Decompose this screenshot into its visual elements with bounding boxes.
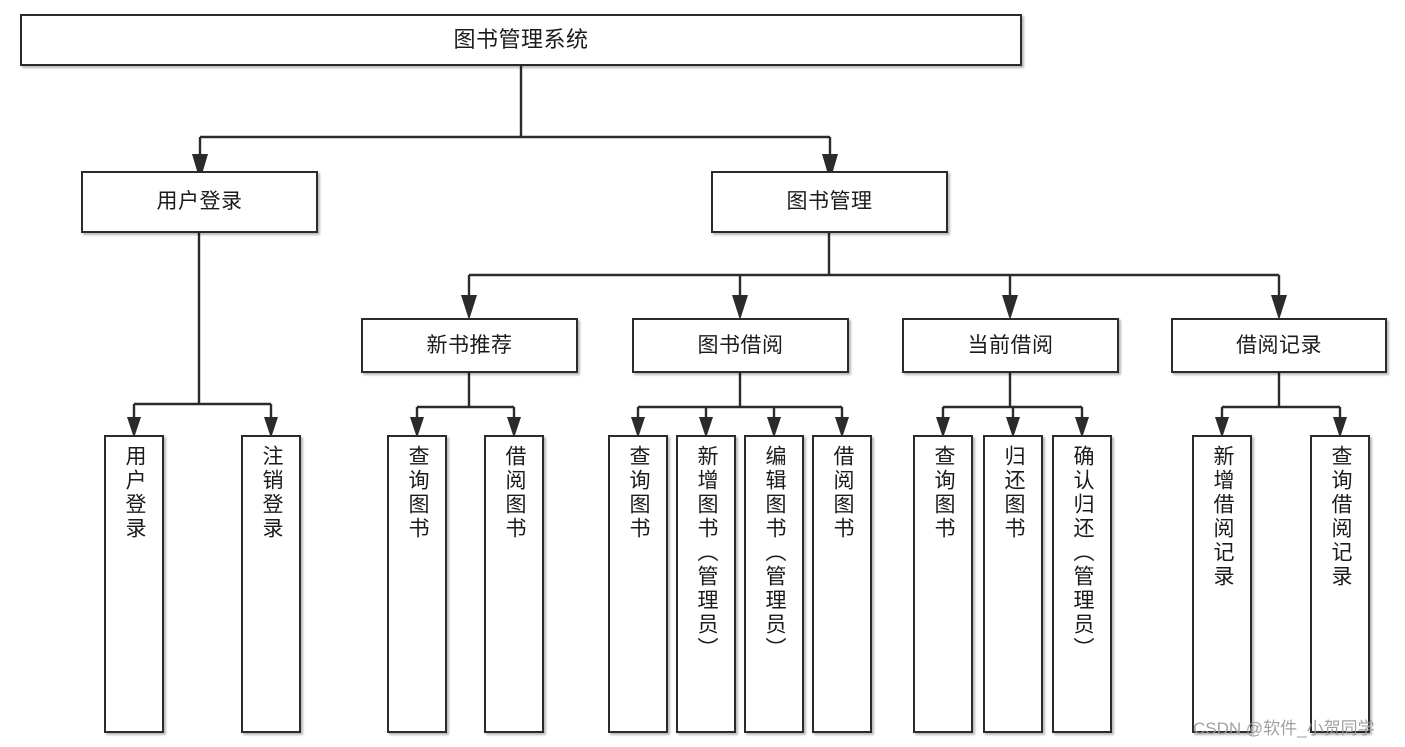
leaf-query-book-current[interactable]: 查询图书 — [913, 435, 973, 733]
leaf-add-book-admin[interactable]: 新增图书（管理员） — [676, 435, 736, 733]
leaf-return-book-label: 归还图书 — [1002, 445, 1026, 541]
leaf-confirm-return-admin-label: 确认归还（管理员） — [1071, 445, 1095, 661]
leaf-borrow-book-label: 借阅图书 — [831, 445, 855, 541]
node-current-borrow-label: 当前借阅 — [967, 333, 1054, 357]
leaf-borrow-book-new-label: 借阅图书 — [503, 445, 527, 541]
leaf-logout-label: 注销登录 — [260, 445, 284, 541]
leaf-borrow-book-new[interactable]: 借阅图书 — [484, 435, 544, 733]
node-new-book-recommend[interactable]: 新书推荐 — [361, 318, 578, 373]
node-borrow-records[interactable]: 借阅记录 — [1171, 318, 1387, 373]
leaf-query-book-current-label: 查询图书 — [932, 445, 956, 541]
leaf-query-borrow-record-label: 查询借阅记录 — [1329, 445, 1353, 589]
leaf-confirm-return-admin[interactable]: 确认归还（管理员） — [1052, 435, 1112, 733]
leaf-add-book-admin-label: 新增图书（管理员） — [695, 445, 719, 661]
leaf-query-book-borrow[interactable]: 查询图书 — [608, 435, 668, 733]
node-book-management[interactable]: 图书管理 — [711, 171, 948, 233]
node-root-label: 图书管理系统 — [453, 26, 589, 52]
node-book-borrow-label: 图书借阅 — [697, 333, 784, 357]
leaf-borrow-book[interactable]: 借阅图书 — [812, 435, 872, 733]
node-user-login[interactable]: 用户登录 — [81, 171, 318, 233]
csdn-watermark: CSDN @软件_小贺同学 — [1193, 719, 1375, 738]
node-book-borrow[interactable]: 图书借阅 — [632, 318, 849, 373]
node-borrow-records-label: 借阅记录 — [1236, 333, 1322, 357]
leaf-query-book-new-label: 查询图书 — [406, 445, 430, 541]
leaf-add-borrow-record-label: 新增借阅记录 — [1211, 445, 1235, 589]
node-root[interactable]: 图书管理系统 — [20, 14, 1022, 66]
leaf-edit-book-admin-label: 编辑图书（管理员） — [763, 445, 787, 661]
leaf-query-book-borrow-label: 查询图书 — [627, 445, 651, 541]
leaf-query-book-new[interactable]: 查询图书 — [387, 435, 447, 733]
leaf-logout[interactable]: 注销登录 — [241, 435, 301, 733]
leaf-user-login-label: 用户登录 — [123, 445, 147, 541]
node-new-book-recommend-label: 新书推荐 — [426, 333, 513, 357]
leaf-add-borrow-record[interactable]: 新增借阅记录 — [1192, 435, 1252, 733]
node-current-borrow[interactable]: 当前借阅 — [902, 318, 1119, 373]
leaf-user-login[interactable]: 用户登录 — [104, 435, 164, 733]
leaf-query-borrow-record[interactable]: 查询借阅记录 — [1310, 435, 1370, 733]
node-book-management-label: 图书管理 — [786, 190, 873, 214]
leaf-return-book[interactable]: 归还图书 — [983, 435, 1043, 733]
leaf-edit-book-admin[interactable]: 编辑图书（管理员） — [744, 435, 804, 733]
node-user-login-label: 用户登录 — [156, 190, 243, 214]
